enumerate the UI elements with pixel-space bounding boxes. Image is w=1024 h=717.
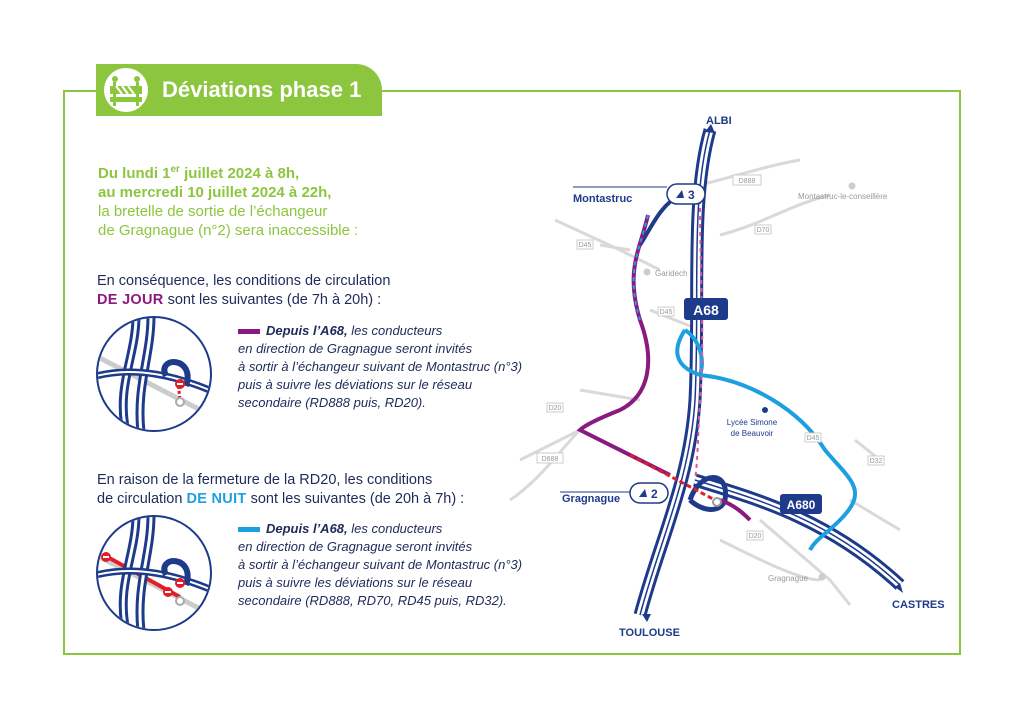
section-header: Déviations phase 1	[96, 64, 382, 116]
castres-label: CASTRES	[892, 599, 945, 611]
shared-route-dashes	[694, 199, 704, 481]
svg-text:3: 3	[688, 188, 695, 202]
svg-text:2: 2	[651, 487, 658, 501]
night-legend: Depuis l’A68, les conducteurs en directi…	[238, 521, 523, 608]
road-barrier-icon	[104, 68, 148, 112]
garidech-label: Garidech	[655, 269, 687, 278]
content-frame	[63, 90, 961, 655]
svg-text:D888: D888	[542, 456, 559, 463]
svg-text:A68: A68	[693, 302, 719, 318]
night-inset-map	[96, 515, 212, 631]
gragnague-label: Gragnague	[562, 493, 620, 505]
svg-text:D32: D32	[870, 458, 883, 465]
svg-text:D20: D20	[749, 533, 762, 540]
closure-point	[712, 497, 722, 507]
road-number-badges: D888 D45 D70 D45 D20 D888 D45 D32 D20	[536, 174, 885, 541]
day-conditions-text: En conséquence, les conditions de circul…	[97, 273, 391, 308]
north-arrow-icon	[705, 124, 715, 133]
a680-label: A680	[780, 494, 822, 514]
garidech-dot	[643, 268, 651, 276]
gragnague-town-label: Gragnague	[768, 574, 809, 583]
east-arrow-icon	[895, 583, 903, 593]
south-arrow-icon	[642, 614, 651, 622]
montastruc-label: Montastruc	[573, 193, 632, 205]
night-deviation-route	[675, 328, 858, 551]
exit-2-badge: 2	[629, 482, 669, 504]
svg-text:D20: D20	[549, 405, 562, 412]
svg-text:D70: D70	[757, 227, 770, 234]
day-inset-map	[96, 316, 212, 432]
svg-text:D45: D45	[579, 242, 592, 249]
intro-text: Du lundi 1er juillet 2024 à 8h, au mercr…	[98, 164, 359, 239]
night-conditions-text: En raison de la fermeture de la RD20, le…	[97, 472, 465, 507]
page-title: Déviations phase 1	[162, 77, 362, 102]
gragnague-town-dot	[818, 573, 826, 581]
svg-text:D45: D45	[660, 309, 673, 316]
main-deviation-map: 3 2 A68 A680 D888 D45 D70 D45 D20 D888 D…	[509, 115, 945, 639]
svg-text:D888: D888	[739, 178, 756, 185]
exit-3-badge: 3	[666, 183, 706, 205]
lycee-label-line1: Lycée Simone	[727, 418, 778, 427]
purple-route-swatch	[238, 329, 260, 335]
a68-label: A68	[684, 298, 728, 320]
montastruc-le-conseillere-dot	[848, 182, 856, 190]
svg-text:A680: A680	[787, 498, 816, 512]
a680-motorway	[693, 473, 905, 590]
albi-label: ALBI	[706, 115, 732, 127]
montastruc-le-conseillere-label: Montastruc-le-conseillère	[798, 192, 888, 201]
svg-text:D45: D45	[807, 435, 820, 442]
lycee-location-dot	[762, 407, 768, 413]
day-deviation-route	[576, 214, 752, 522]
closed-rd20-segment	[629, 453, 716, 502]
cyan-route-swatch	[238, 527, 260, 533]
day-legend: Depuis l’A68, les conducteurs en directi…	[238, 323, 523, 410]
toulouse-label: TOULOUSE	[619, 627, 680, 639]
secondary-roads	[509, 158, 901, 606]
lycee-label-line2: de Beauvoir	[731, 429, 774, 438]
